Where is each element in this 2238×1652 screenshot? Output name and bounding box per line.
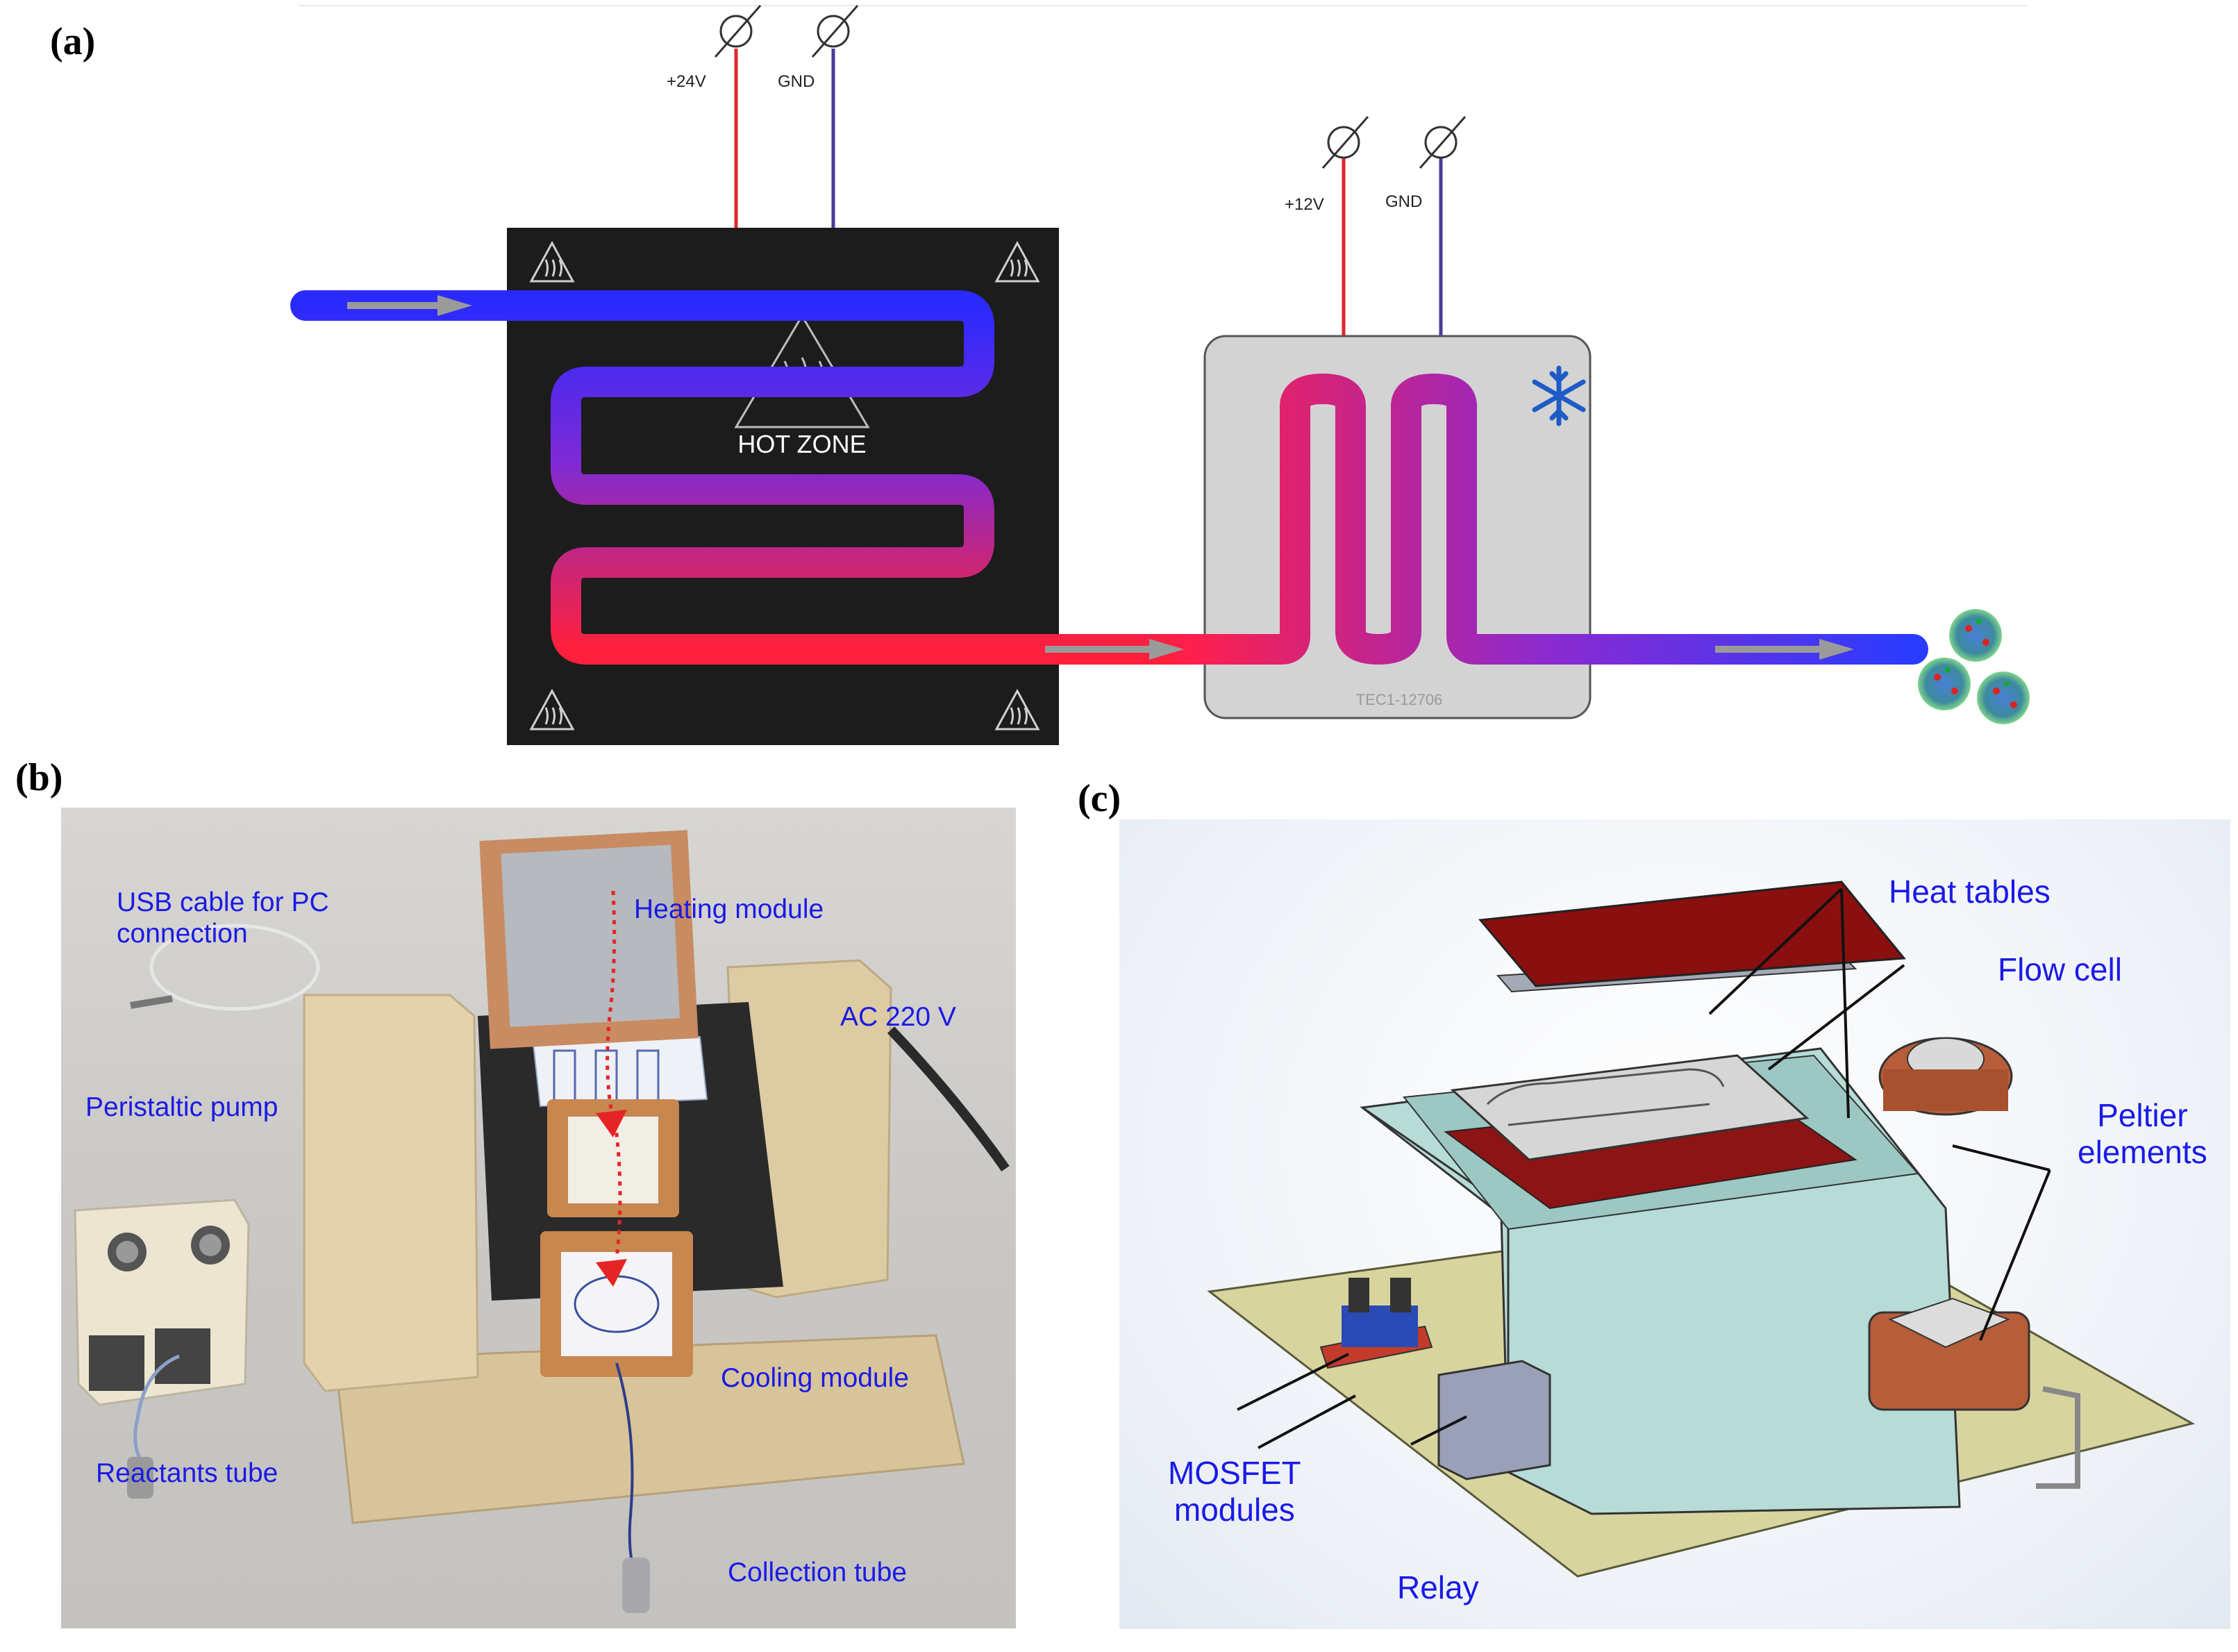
- cooler-voltage-label: +12V: [1285, 195, 1324, 214]
- label-peristaltic-pump: Peristaltic pump: [85, 1092, 278, 1122]
- warning-heat-icon: [994, 688, 1040, 731]
- cooler-power-leads: [1321, 116, 1467, 340]
- snowflake-icon: [1532, 365, 1586, 426]
- heater-gnd-label: GND: [778, 72, 815, 91]
- label-cooling-module: Cooling module: [721, 1363, 910, 1393]
- warning-heat-icon: [529, 688, 575, 731]
- label-heat-tables: Heat tables: [1889, 874, 2051, 910]
- flow-arrow-icon: [1045, 639, 1184, 660]
- terminal-icon: [1419, 116, 1467, 169]
- panel-label-c: (c): [1078, 777, 1121, 820]
- terminal-icon: [714, 5, 762, 58]
- label-peltier-elements: Peltier elements: [2078, 1097, 2207, 1170]
- label-reactants-tube: Reactants tube: [96, 1458, 278, 1488]
- device-photo: USB cable for PC connection Heating modu…: [61, 808, 1016, 1628]
- warning-heat-icon: [529, 240, 575, 283]
- panel-label-a: (a): [50, 20, 96, 63]
- label-collection-tube: Collection tube: [728, 1558, 907, 1587]
- panel-label-b: (b): [15, 756, 63, 799]
- flow-arrow-icon: [1715, 639, 1854, 660]
- nanoparticle-icon: [1977, 671, 2030, 724]
- heater-voltage-label: +24V: [667, 72, 706, 91]
- terminal-icon: [811, 5, 859, 58]
- nanoparticle-icon: [1949, 609, 2002, 662]
- flow-schematic: +24V GND HOT ZONE +12V: [290, 5, 2030, 745]
- device-photo-drawing: [74, 830, 1010, 1613]
- label-flow-cell: Flow cell: [1998, 951, 2122, 987]
- label-relay: Relay: [1397, 1569, 1479, 1605]
- cad-render: Heat tables Flow cell Peltier elements M…: [1119, 819, 2230, 1629]
- flow-arrow-icon: [347, 295, 472, 316]
- cad-render-drawing: [1207, 881, 2196, 1578]
- label-heating-module: Heating module: [634, 894, 824, 924]
- hot-zone-label: HOT ZONE: [737, 430, 866, 458]
- nanoparticle-icon: [1918, 658, 1971, 710]
- heater-power-leads: [714, 5, 859, 229]
- label-usb-cable: USB cable for PC connection: [117, 887, 329, 949]
- label-mosfet-modules: MOSFET modules: [1168, 1455, 1301, 1528]
- warning-heat-icon: [994, 240, 1040, 283]
- cooler-gnd-label: GND: [1385, 192, 1422, 211]
- label-ac-220v: AC 220 V: [840, 1002, 956, 1032]
- terminal-icon: [1321, 116, 1369, 169]
- cooler-part-label: TEC1-12706: [1356, 691, 1443, 708]
